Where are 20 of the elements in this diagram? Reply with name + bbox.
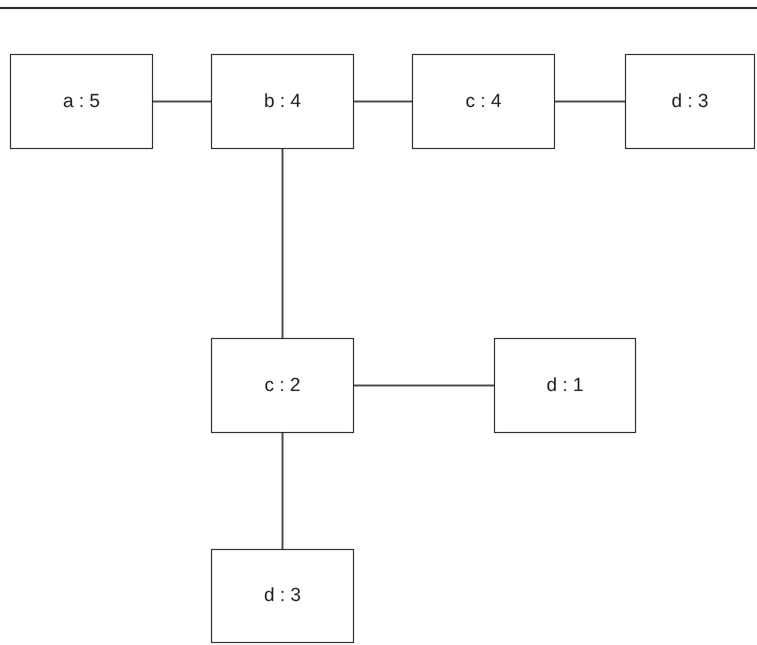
connector-line — [354, 100, 412, 102]
node-box — [625, 54, 755, 149]
connector-line — [354, 384, 494, 386]
node-box — [211, 338, 354, 433]
node-label: c : 4 — [466, 90, 502, 112]
node-label: d : 1 — [546, 374, 584, 396]
node-label: d : 3 — [264, 585, 301, 607]
connector-line — [555, 100, 625, 102]
connector-line — [282, 149, 284, 338]
node-label: a : 5 — [63, 90, 100, 112]
node-box — [211, 549, 354, 643]
node-box — [412, 54, 555, 149]
connector-line — [153, 100, 211, 102]
node-label: b : 4 — [264, 90, 301, 112]
node-box — [10, 54, 153, 149]
node-label: d : 3 — [672, 90, 708, 112]
node-box — [211, 54, 354, 149]
connector-line — [282, 433, 284, 549]
node-label: c : 2 — [264, 374, 300, 396]
node-box — [494, 338, 636, 433]
